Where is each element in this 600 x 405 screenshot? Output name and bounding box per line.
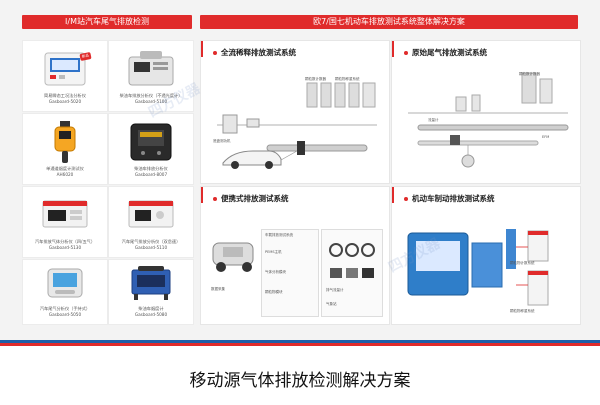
product-card[interactable]: 柴油车排放分析仪 Gasboard-8007 — [108, 113, 194, 185]
panel-accent — [201, 41, 203, 57]
product-card[interactable]: 汽车尾气排放分析仪（双怠速） Gasboard-5110 — [108, 186, 194, 258]
panel-accent — [392, 41, 394, 57]
accessories-icons — [329, 243, 375, 278]
diagram-label: 颗粒物称重系统 — [510, 309, 535, 313]
diagram-label: 颗粒数计数器 — [519, 72, 540, 76]
panel-accent — [201, 187, 203, 203]
product-name: 汽车尾气排放分析仪（双怠速） — [121, 239, 181, 244]
diagram-label: EFM — [542, 135, 550, 139]
color-stripe — [0, 340, 600, 343]
pems-module-box: 车载排放测试系统 PEMS主机 气体分析模块 颗粒物模块 — [261, 229, 319, 317]
product-model: Gasboard-5020 — [48, 99, 82, 104]
module-label: 气体分析模块 — [265, 270, 286, 274]
module-label: PEMS主机 — [265, 250, 282, 254]
opacity-meter-icon — [128, 51, 174, 86]
panel-brake[interactable]: 机动车制动排放测试系统 颗粒物计数系统 颗粒物称重系统 — [391, 186, 581, 325]
diesel-analyzer-icon — [130, 123, 172, 161]
product-model: Gasboard-8007 — [134, 172, 168, 177]
product-model: Gasboard-5130 — [48, 245, 82, 250]
brake-dyno-diagram — [407, 229, 549, 306]
product-model: Gasboard-5100 — [134, 99, 168, 104]
product-card[interactable]: 新品 简易瞬态工况法分析仪 Gasboard-5020 — [22, 40, 108, 112]
product-card[interactable]: 汽车尾气分析仪（手持式） Gasboard-5050 — [22, 259, 108, 325]
product-card[interactable]: 汽车排放气体分析仪（四/五气） Gasboard-5130 — [22, 186, 108, 258]
product-model: Gasboard-5080 — [134, 312, 168, 317]
color-stripe — [0, 343, 600, 346]
product-card[interactable]: 单通道烟度计测试仪 AH6020 — [22, 113, 108, 185]
car-chassis-icon — [212, 242, 254, 272]
diagram-label: 数据采集 — [211, 287, 225, 291]
product-name: 汽车排放气体分析仪（四/五气） — [34, 239, 96, 244]
panel-portable[interactable]: 便携式排放测试系统 车载排放测试系统 PEMS主机 气体分析模块 颗粒物模块 排… — [200, 186, 390, 325]
product-name: 简易瞬态工况法分析仪 — [44, 93, 86, 98]
diagram-label: 颗粒物计数系统 — [510, 261, 535, 265]
product-card[interactable]: 柴油车排放分析仪（不透光度计） Gasboard-5100 — [108, 40, 194, 112]
full-flow-diagram — [217, 82, 377, 169]
page-caption: 移动源气体排放检测解决方案 — [189, 371, 411, 391]
product-name: 柴油车烟度计 — [138, 306, 164, 311]
product-card[interactable]: 柴油车烟度计 Gasboard-5080 — [108, 259, 194, 325]
product-name: 柴油车排放分析仪（不透光度计） — [119, 93, 183, 98]
product-model: Gasboard-5110 — [134, 245, 168, 250]
product-name: 汽车尾气分析仪（手持式） — [39, 306, 91, 311]
module-label: 车载排放测试系统 — [265, 233, 293, 237]
panel-title: 机动车制动排放测试系统 — [404, 193, 495, 204]
panel-accent — [392, 187, 394, 203]
product-name: 单通道烟度计测试仪 — [46, 166, 84, 171]
solution-board: I/M站汽车尾气排放检测 新品 简易瞬态工况法分析仪 Gasboard-5020… — [0, 0, 600, 340]
module-label: 排气流量计 — [326, 288, 344, 292]
smoke-meter-icon — [131, 266, 171, 300]
panel-title: 原始尾气排放测试系统 — [404, 47, 487, 58]
left-header: I/M站汽车尾气排放检测 — [22, 15, 192, 29]
new-badge: 新品 — [79, 51, 92, 62]
raw-exhaust-diagram — [408, 72, 569, 168]
diagram-label: 流量计 — [428, 118, 439, 122]
module-label: 颗粒物模块 — [265, 290, 283, 294]
panel-full-flow[interactable]: 全流稀释排放测试系统 颗粒数计数器 颗粒物称重系统 底盘测功机 — [200, 40, 390, 184]
diagram-label: 颗粒物称重系统 — [335, 77, 360, 81]
product-name: 柴油车排放分析仪 — [134, 166, 168, 171]
panel-raw-exhaust[interactable]: 原始尾气排放测试系统 颗粒数计数器 流量计 EFM — [391, 40, 581, 184]
product-model: Gasboard-5050 — [48, 312, 82, 317]
handheld-analyzer-icon — [47, 268, 83, 298]
product-model: AH6020 — [56, 172, 74, 177]
gas-analyzer-icon — [44, 52, 86, 86]
panel-title: 便携式排放测试系统 — [213, 193, 289, 204]
handheld-smoke-meter-icon — [54, 121, 76, 163]
panel-title: 全流稀释排放测试系统 — [213, 47, 296, 58]
accessories-box: 排气流量计 气象站 — [321, 229, 383, 317]
module-label: 气象站 — [326, 302, 337, 306]
diagram-label: 底盘测功机 — [213, 139, 231, 143]
gas-analyzer-icon — [42, 200, 88, 228]
exhaust-analyzer-icon — [128, 200, 174, 228]
right-header: 欧7/国七机动车排放测试系统整体解决方案 — [200, 15, 578, 29]
diagram-label: 颗粒数计数器 — [305, 77, 326, 81]
